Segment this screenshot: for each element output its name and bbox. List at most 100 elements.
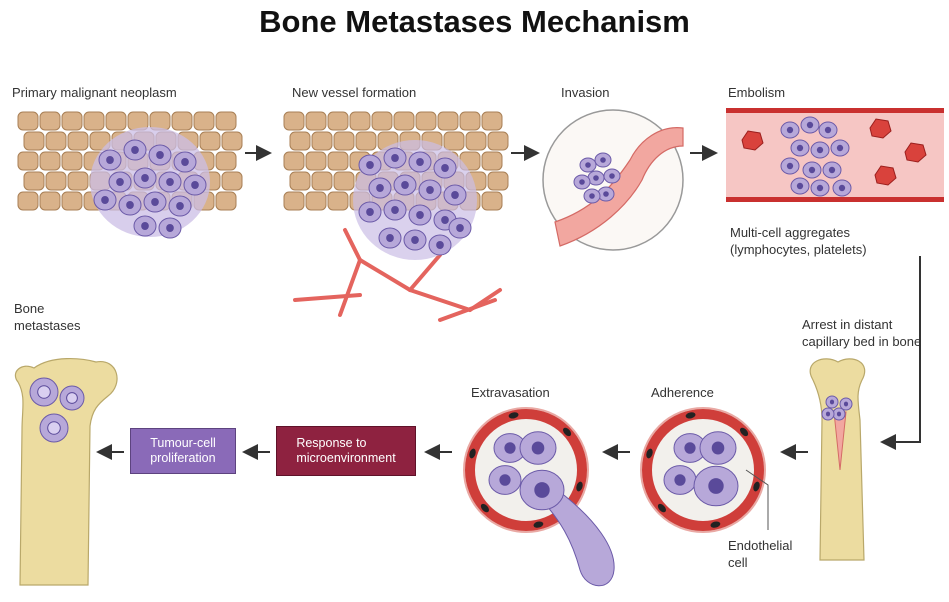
- healthy-cell: [221, 171, 243, 191]
- healthy-cell: [481, 151, 503, 171]
- tumour-cell: [825, 395, 839, 409]
- tumour-cell: [579, 157, 597, 173]
- tumour-cell: [358, 154, 382, 176]
- tumour-cell: [663, 465, 697, 495]
- healthy-cell: [393, 111, 415, 131]
- label-arrest: Arrest in distant capillary bed in bone: [802, 317, 922, 349]
- tumour-cell: [597, 186, 615, 202]
- healthy-cell: [23, 171, 45, 191]
- healthy-cell: [487, 131, 509, 151]
- tumour-cell: [403, 229, 427, 251]
- healthy-cell: [67, 131, 89, 151]
- healthy-cell: [39, 191, 61, 211]
- page-title: Bone Metastases Mechanism: [259, 4, 690, 39]
- healthy-cell: [45, 171, 67, 191]
- tumour-cell: [143, 191, 167, 213]
- healthy-cell: [283, 111, 305, 131]
- endothelial-cell: [508, 412, 519, 419]
- blood-vessel: [293, 293, 362, 302]
- tumour-cell: [699, 431, 737, 465]
- tumour-cell: [493, 433, 527, 463]
- healthy-cell: [481, 111, 503, 131]
- tumour-cell: [108, 171, 132, 193]
- healthy-cell: [215, 191, 237, 211]
- new-vessel-illustration: [283, 111, 509, 322]
- healthy-cell: [283, 191, 305, 211]
- healthy-cell: [221, 131, 243, 151]
- tumour-cell: [573, 174, 591, 190]
- tumour-cell: [448, 217, 472, 239]
- healthy-cell: [327, 191, 349, 211]
- red-blood-cell: [874, 165, 897, 186]
- healthy-cell: [39, 151, 61, 171]
- primary-neoplasm-illustration: [17, 111, 243, 239]
- healthy-cell: [83, 111, 105, 131]
- healthy-cell: [459, 111, 481, 131]
- healthy-cell: [23, 131, 45, 151]
- healthy-cell: [89, 131, 111, 151]
- arrest-bone-illustration: [809, 358, 866, 561]
- blood-vessel: [438, 298, 497, 322]
- tumour-cell: [810, 179, 830, 197]
- tumour-cell: [822, 161, 842, 179]
- tumour-cell: [148, 144, 172, 166]
- healthy-cell: [305, 151, 327, 171]
- tumour-cell: [488, 465, 522, 495]
- tumour-cell: [780, 157, 800, 175]
- healthy-cell: [371, 111, 393, 131]
- tumour-cell: [168, 195, 192, 217]
- tumour-cell: [173, 151, 197, 173]
- tumour-cell: [790, 139, 810, 157]
- endothelial-cell: [710, 521, 721, 528]
- tumour-cell: [428, 234, 452, 256]
- endothelial-cell: [480, 503, 489, 513]
- proliferation-box: Tumour-cell proliferation: [130, 428, 236, 474]
- healthy-cell: [17, 191, 39, 211]
- healthy-cell: [443, 131, 465, 151]
- tumour-cell: [383, 199, 407, 221]
- label-aggregates: Multi-cell aggregates (lymphocytes, plat…: [730, 225, 867, 257]
- healthy-cell: [17, 111, 39, 131]
- tumour-cell: [790, 177, 810, 195]
- blood-vessel: [343, 228, 362, 262]
- healthy-cell: [481, 191, 503, 211]
- tumour-cell: [839, 397, 853, 411]
- tumour-cell: [818, 121, 838, 139]
- healthy-cell: [415, 111, 437, 131]
- tumour-cell: [519, 431, 557, 465]
- extravasation-illustration: [463, 407, 615, 587]
- tumour-cell: [358, 201, 382, 223]
- tumour-cell: [378, 227, 402, 249]
- endothelial-pointer: [745, 469, 769, 530]
- response-box: Response to microenvironment: [276, 426, 416, 476]
- endothelial-cell: [469, 448, 476, 459]
- endothelial-cell: [685, 412, 696, 419]
- blood-vessel: [358, 258, 412, 292]
- healthy-cell: [289, 131, 311, 151]
- tumour-cell: [368, 177, 392, 199]
- healthy-cell: [17, 151, 39, 171]
- tumour-cell: [519, 469, 565, 511]
- tumour-cell: [418, 179, 442, 201]
- healthy-cell: [283, 151, 305, 171]
- tumour-cell: [393, 174, 417, 196]
- tumour-cell: [821, 407, 835, 421]
- healthy-cell: [215, 151, 237, 171]
- blood-vessel: [408, 253, 442, 292]
- tumour-cell: [123, 139, 147, 161]
- healthy-cell: [305, 111, 327, 131]
- healthy-cell: [61, 111, 83, 131]
- endothelial-cell: [740, 427, 749, 437]
- tumour-cell: [133, 167, 157, 189]
- healthy-cell: [67, 171, 89, 191]
- vessel-wall: [642, 409, 764, 531]
- tumour-cell: [810, 141, 830, 159]
- healthy-cell: [327, 111, 349, 131]
- healthy-cell: [327, 151, 349, 171]
- tumour-cell: [780, 121, 800, 139]
- tumour-cell: [800, 116, 820, 134]
- tumour-cell: [802, 161, 822, 179]
- tumour-cell: [583, 188, 601, 204]
